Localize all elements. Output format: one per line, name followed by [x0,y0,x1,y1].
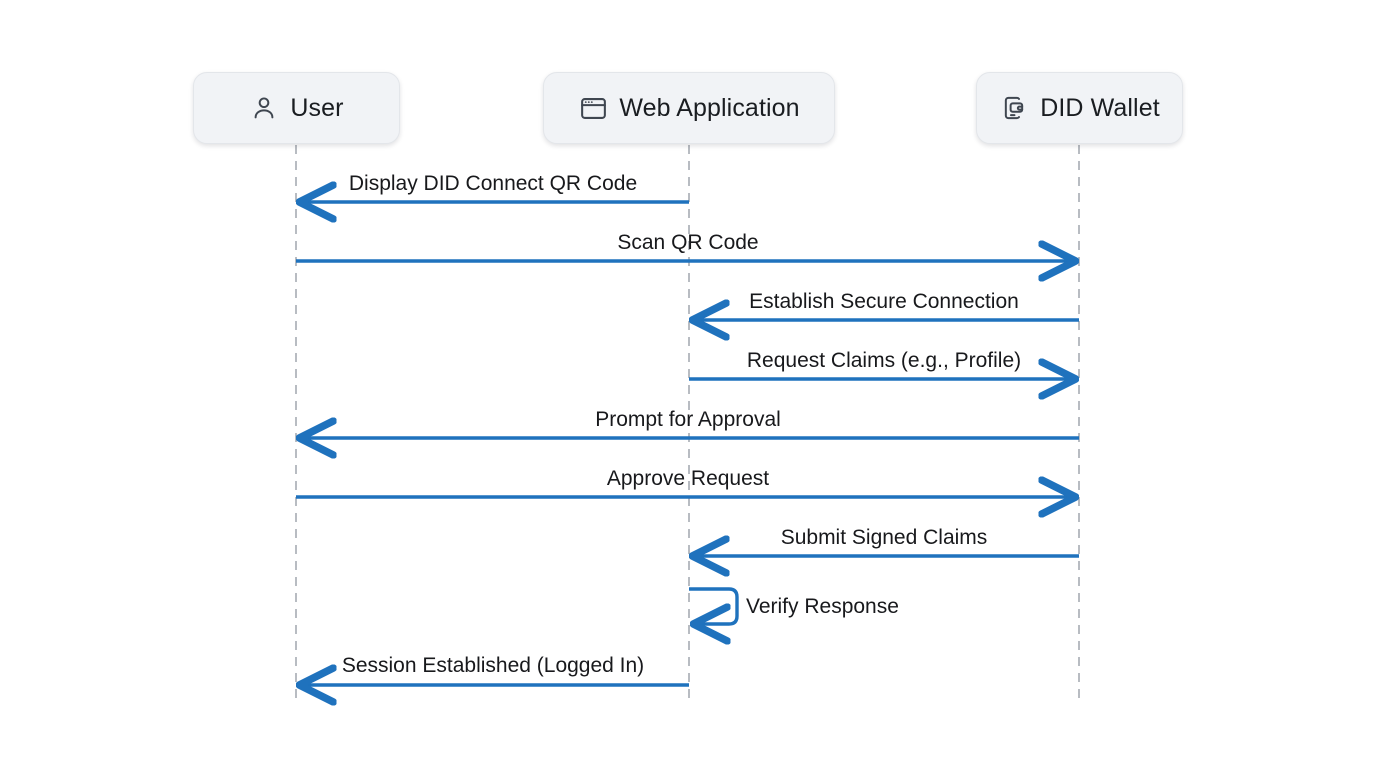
message-label-7: Submit Signed Claims [780,526,988,549]
participant-wallet[interactable]: DID Wallet [976,72,1183,144]
participant-label-webapp: Web Application [619,93,800,122]
message-label-8: Verify Response [746,595,899,618]
message-label-1: Display DID Connect QR Code [348,172,638,195]
message-label-4: Request Claims (e.g., Profile) [746,349,1022,372]
participant-user[interactable]: User [193,72,400,144]
participant-label-user: User [290,93,344,122]
message-label-6: Approve Request [606,467,770,490]
browser-window-icon [578,93,608,123]
message-label-9: Session Established (Logged In) [341,654,645,677]
message-label-2: Scan QR Code [617,231,759,254]
participant-webapp[interactable]: Web Application [543,72,835,144]
message-arrows [296,202,1079,685]
person-icon [249,93,279,123]
message-arrow-8-self-loop [689,587,739,624]
message-label-3: Establish Secure Connection [749,290,1019,313]
message-label-5: Prompt for Approval [595,408,781,431]
mobile-wallet-icon [999,93,1029,123]
participant-label-wallet: DID Wallet [1040,93,1160,122]
